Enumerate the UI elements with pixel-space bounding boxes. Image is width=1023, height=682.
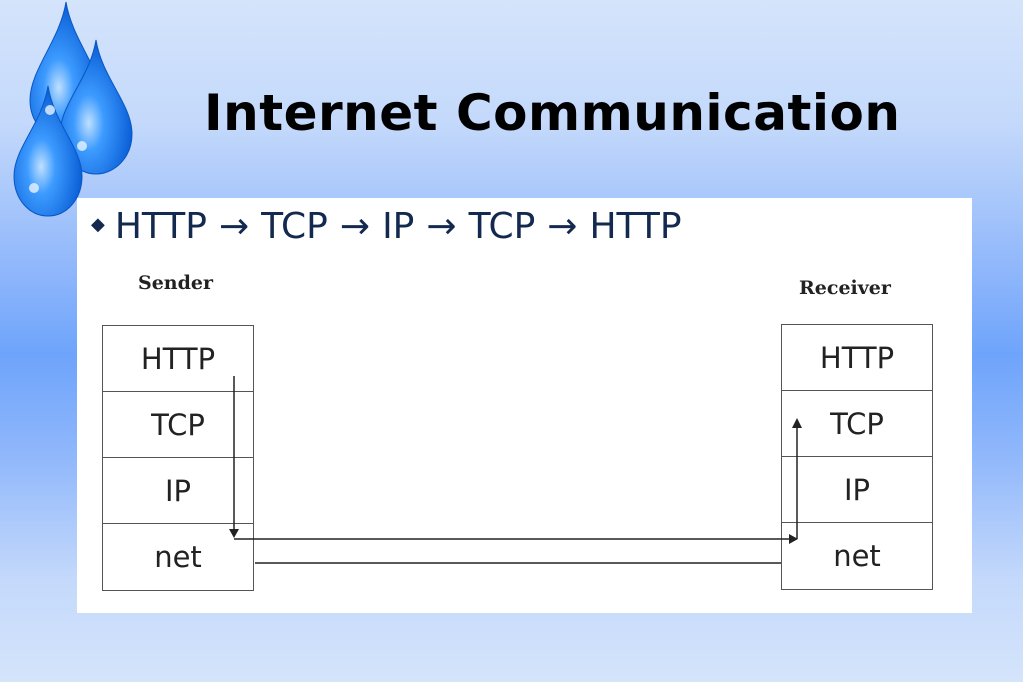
flow-step: TCP [468,206,536,247]
receiver-layer-net: net [833,539,881,573]
flow-step: IP [382,206,415,247]
flow-step: HTTP [589,206,682,247]
protocol-flow: ◆ HTTP → TCP → IP → TCP → HTTP [91,206,682,247]
receiver-layer-http: HTTP [782,325,932,391]
sender-layer-http: HTTP [103,326,253,392]
bullet-icon: ◆ [91,213,105,235]
sender-label: Sender [138,272,214,294]
sender-layer-tcp: TCP [103,392,253,458]
water-drops-icon [13,1,133,217]
sender-layer-ip: IP [103,458,253,524]
receiver-layer-ip: IP [782,457,932,523]
flow-step: TCP [261,206,328,247]
receiver-label: Receiver [799,277,891,299]
receiver-layer-tcp: TCP [782,391,932,457]
arrow-right-icon: → [547,206,578,247]
slide-title: Internet Communication [204,84,901,142]
flow-step: HTTP [114,206,207,247]
receiver-stack: HTTP TCP IP net [781,324,933,590]
arrow-right-icon: → [426,206,457,247]
sender-stack: HTTP TCP IP net [102,325,254,591]
arrow-right-icon: → [339,206,371,247]
sender-layer-net: net [154,540,202,574]
arrow-right-icon: → [218,206,250,247]
protocol-diagram: ◆ HTTP → TCP → IP → TCP → HTTP Sender Receiver HT… [77,198,972,613]
